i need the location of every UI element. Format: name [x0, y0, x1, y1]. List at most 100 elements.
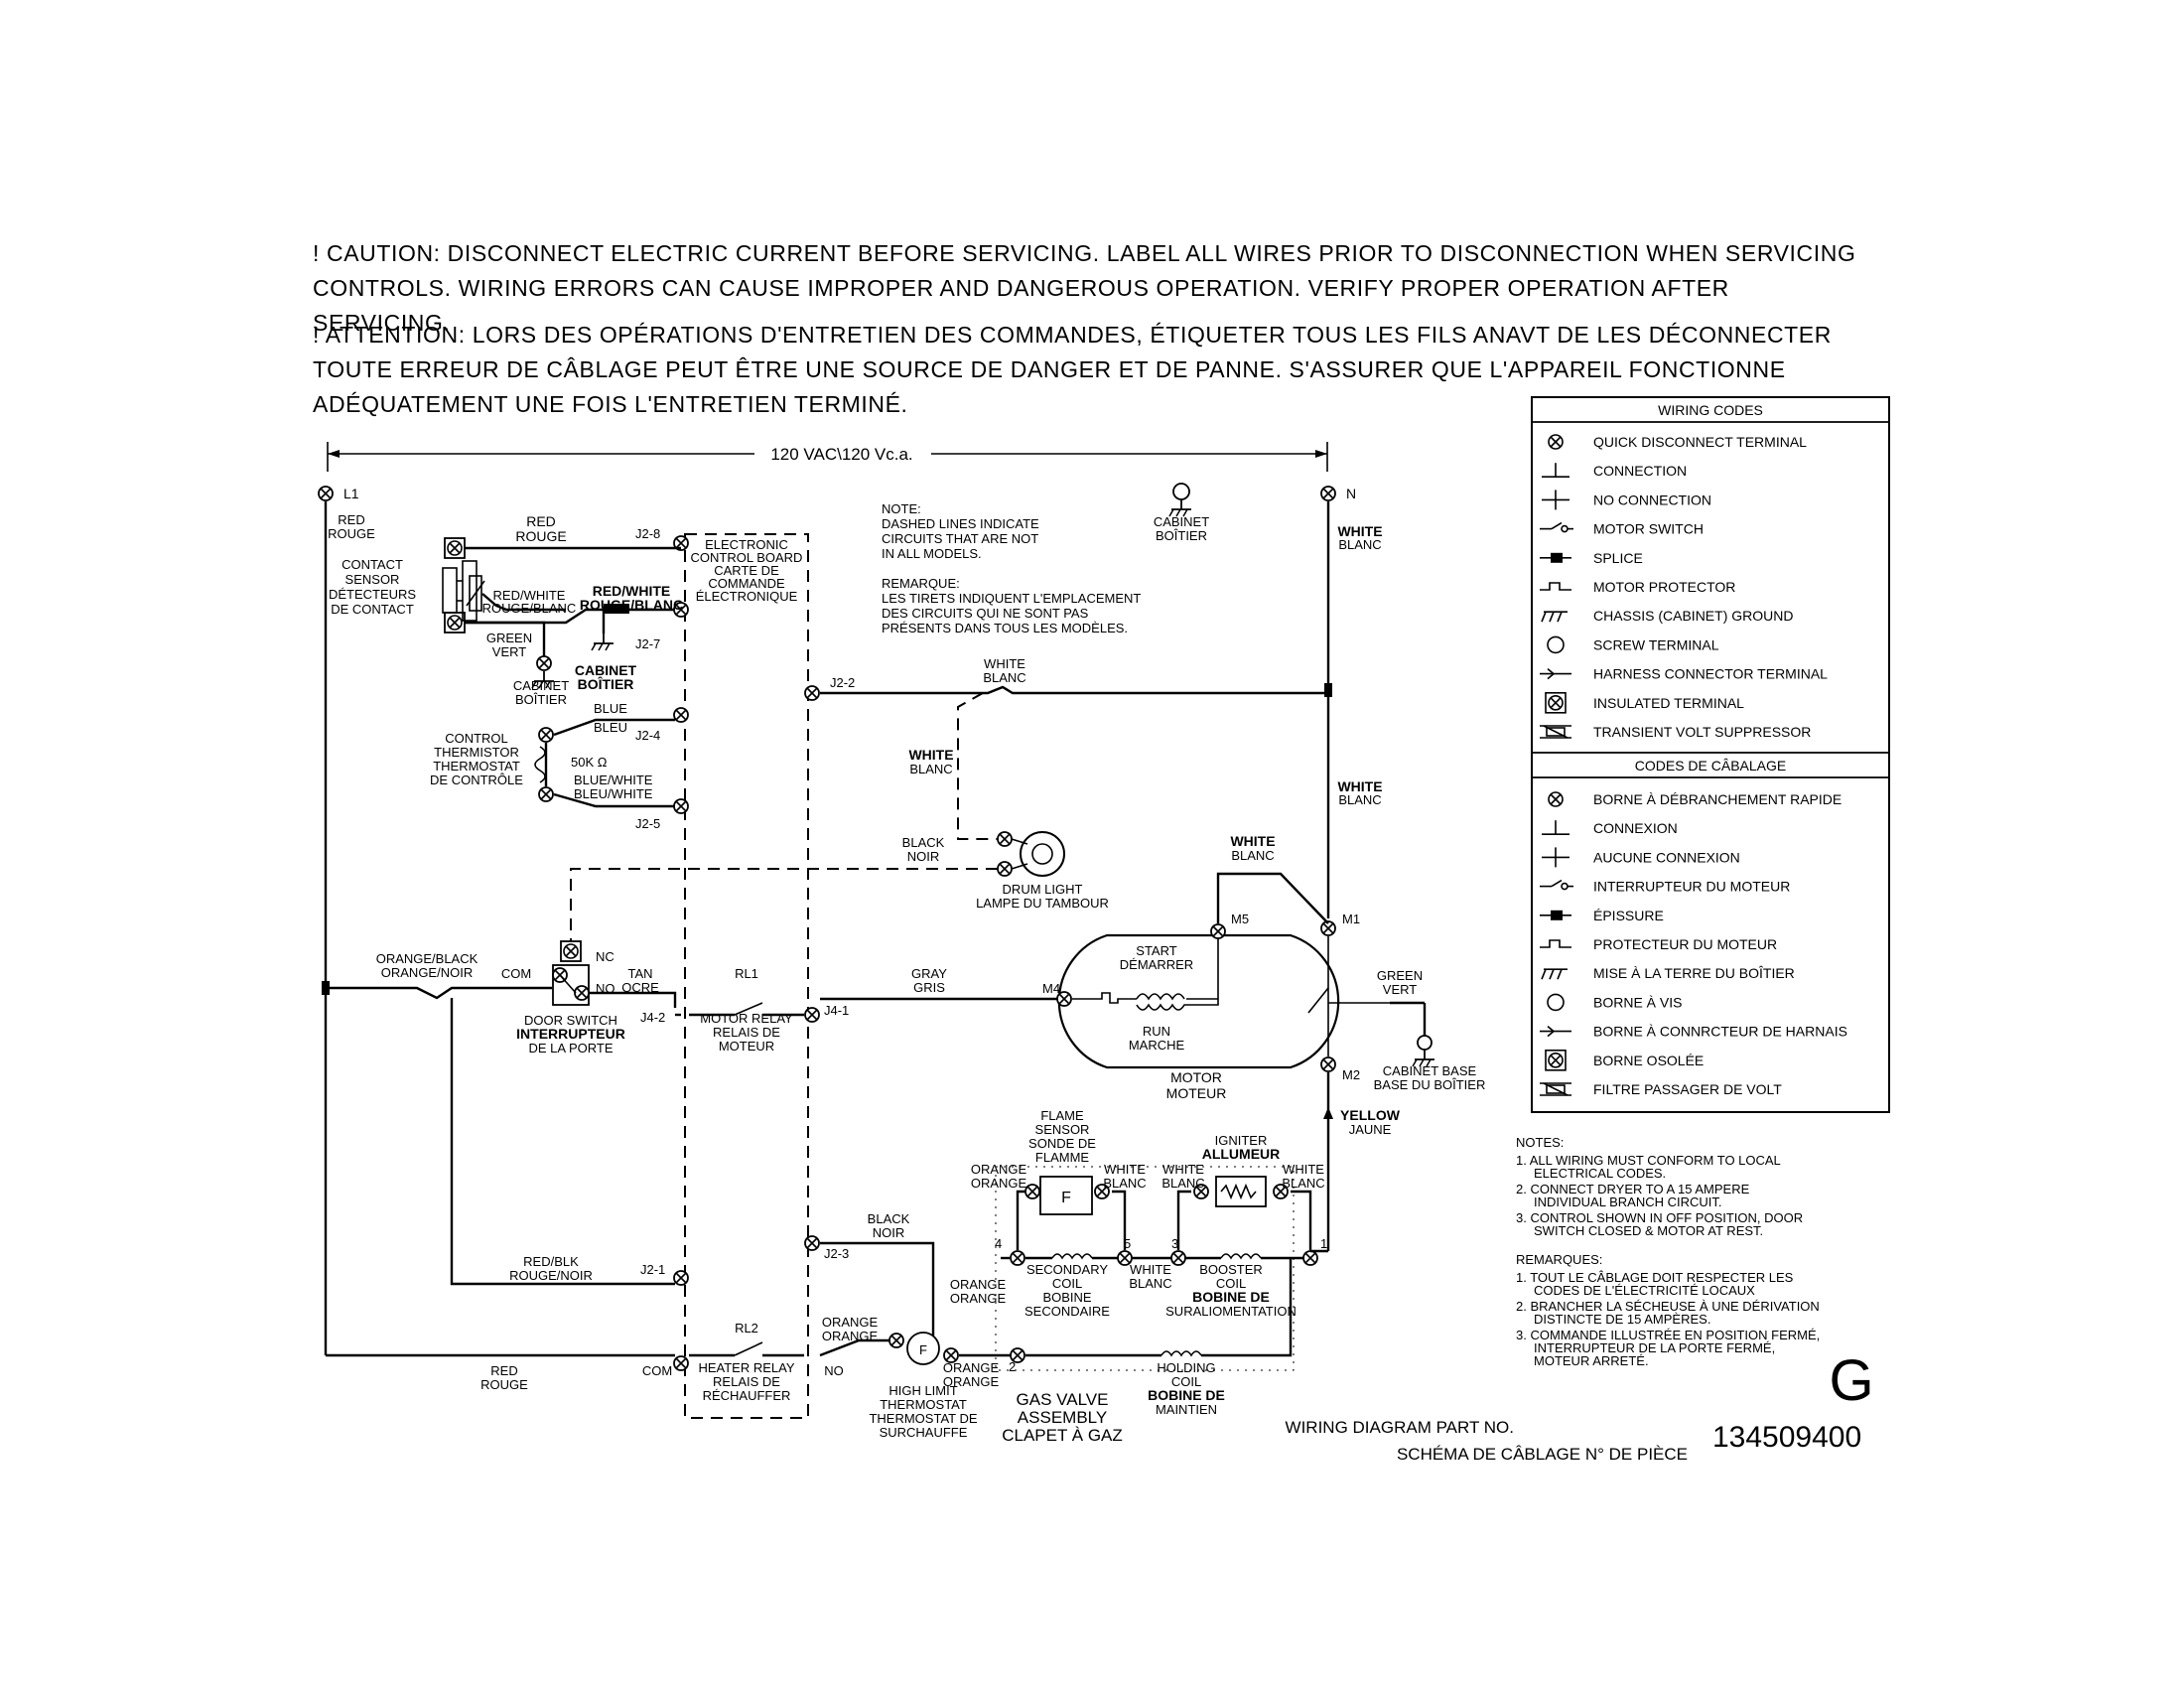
booster-coil-label-3: BOBINE DE [1192, 1289, 1270, 1305]
notes-line-6: SWITCH CLOSED & MOTOR AT REST. [1534, 1223, 1763, 1238]
wire-red-white-2: RED/WHITE [593, 583, 671, 599]
l1-label: L1 [343, 486, 359, 501]
pin-j2-1: J2-1 [640, 1262, 665, 1277]
holding-coil-label-1: HOLDING [1157, 1360, 1215, 1375]
cabinet-a-label-2: BOÎTIER [515, 692, 567, 707]
motor-protector-icon [1540, 939, 1571, 948]
remarques-line-1: 1. TOUT LE CÂBLAGE DOIT RESPECTER LES [1516, 1270, 1794, 1285]
pin-m1: M1 [1342, 912, 1360, 926]
booster-coil-label-1: BOOSTER [1199, 1262, 1263, 1277]
l1-terminal-icon [318, 486, 334, 501]
legend-item-label: MOTOR SWITCH [1593, 521, 1704, 537]
motor-protector-icon [1540, 582, 1571, 591]
wire-tan: TAN [627, 966, 652, 981]
no-connection-icon [1542, 490, 1570, 510]
note-en-3: CIRCUITS THAT ARE NOT [882, 531, 1038, 546]
legend-item-label: BORNE À DÉBRANCHEMENT RAPIDE [1593, 791, 1842, 807]
thermistor-label-4: DE CONTRÔLE [430, 773, 523, 787]
contact-sensor-label-3: DÉTECTEURS [329, 587, 416, 602]
booster-coil-label-2: COIL [1216, 1276, 1246, 1291]
notes-line-2: ELECTRICAL CODES. [1534, 1166, 1666, 1181]
high-limit-thermostat: F [888, 1332, 959, 1365]
connection-icon [1542, 463, 1570, 479]
pin-j2-5: J2-5 [635, 816, 660, 831]
pin-t1: 1 [1320, 1236, 1327, 1251]
harness-connector-icon [1540, 667, 1571, 680]
screw-terminal-icon [1547, 635, 1565, 654]
legend-item-label: QUICK DISCONNECT TERMINAL [1593, 434, 1807, 450]
drum-light-label-2: LAMPE DU TAMBOUR [976, 896, 1109, 911]
caution-fr-line-3: ADÉQUATEMENT UNE FOIS L'ENTRETIEN TERMIN… [313, 391, 908, 417]
n-label: N [1346, 486, 1356, 501]
flame-sensor-label-2: SENSOR [1035, 1122, 1090, 1137]
wire-blanc-n1: BLANC [1338, 537, 1381, 552]
wire-blanc-ig2: BLANC [1282, 1176, 1324, 1191]
heater-relay-com: COM [642, 1363, 672, 1378]
board-label-4: COMMANDE [708, 576, 785, 591]
notes-line-1: 1. ALL WIRING MUST CONFORM TO LOCAL [1516, 1153, 1781, 1168]
motor-label-2: MOTEUR [1166, 1085, 1227, 1101]
legend-item-label: SCREW TERMINAL [1593, 636, 1719, 652]
cabinet-b-label-2: BOÎTIER [578, 675, 634, 692]
wire-gray: GRAY [911, 966, 947, 981]
wire-blanc-n2: BLANC [1338, 792, 1381, 807]
door-switch [552, 940, 590, 1006]
pin-j2-7: J2-7 [635, 636, 660, 651]
pin-j2-2: J2-2 [830, 675, 855, 690]
pin-m4: M4 [1042, 981, 1060, 996]
remarques-line-2: CODES DE L'ÉLECTRICITÉ LOCAUX [1534, 1283, 1755, 1298]
wire-white-m5: WHITE [1230, 833, 1275, 849]
motor [1056, 920, 1390, 1072]
wire-green-motor: GREEN [1377, 968, 1423, 983]
revision-letter: G [1829, 1348, 1873, 1413]
secondary-coil-label-2: COIL [1052, 1276, 1082, 1291]
caution-english: ! CAUTION: DISCONNECT ELECTRIC CURRENT B… [313, 236, 1861, 341]
wiring-codes-title: WIRING CODES [1658, 402, 1763, 418]
high-limit-label-4: SURCHAUFFE [880, 1425, 968, 1440]
wire-ocre: OCRE [621, 980, 659, 995]
flame-sensor-label-1: FLAME [1040, 1108, 1084, 1123]
note-en-1: NOTE: [882, 501, 921, 516]
wire-orange-t4: ORANGE [950, 1277, 1007, 1292]
wire-orange-hl2-2: ORANGE [943, 1374, 1000, 1389]
splice-icon [1540, 552, 1571, 563]
thermistor-label-1: CONTROL [445, 731, 508, 746]
quick-disconnect-icon [536, 655, 552, 671]
remarques-line-6: INTERRUPTEUR DE LA PORTE FERMÉ, [1534, 1340, 1775, 1355]
part-number: 134509400 [1712, 1421, 1861, 1454]
notes-line-3: 2. CONNECT DRYER TO A 15 AMPERE [1516, 1182, 1750, 1196]
n-terminal-icon [1320, 486, 1336, 501]
wire-red-white: RED/WHITE [493, 588, 566, 603]
thermistor-value: 50K Ω [571, 755, 608, 770]
notes-line-4: INDIVIDUAL BRANCH CIRCUIT. [1534, 1195, 1721, 1209]
svg-text:F: F [1061, 1190, 1071, 1206]
legend-item-label: CHASSIS (CABINET) GROUND [1593, 608, 1793, 624]
board-label-1: ELECTRONIC [705, 537, 788, 552]
ground-icon [591, 633, 614, 651]
cabinet-base-label-2: BASE DU BOÎTIER [1374, 1077, 1486, 1092]
wire-black-light: BLACK [902, 835, 945, 850]
wire-orange-noir: ORANGE/NOIR [381, 965, 473, 980]
high-limit-label-2: THERMOSTAT [880, 1397, 967, 1412]
wire-white-fs: WHITE [1104, 1162, 1146, 1177]
igniter-label-1: IGNITER [1215, 1133, 1268, 1148]
contact-sensor-label-2: SENSOR [345, 572, 400, 587]
cabinet-base-label-1: CABINET BASE [1383, 1063, 1477, 1078]
legend-item-label: CONNEXION [1593, 820, 1678, 836]
flame-sensor-label-3: SONDE DE [1028, 1136, 1096, 1151]
door-switch-nc: NC [596, 949, 614, 964]
wire-bleu-white: BLEU/WHITE [574, 786, 653, 801]
legend-item-label: SPLICE [1593, 550, 1643, 566]
control-board-box [684, 533, 809, 1419]
wire-yellow: YELLOW [1340, 1107, 1401, 1123]
contact-sensor-label-4: DE CONTACT [331, 602, 414, 617]
heater-relay-label-2: RELAIS DE [713, 1374, 780, 1389]
wire-white-n1: WHITE [1337, 523, 1382, 539]
wire-vert: VERT [492, 644, 526, 659]
volt-suppressor-icon [1540, 725, 1571, 739]
run-label-2: MARCHE [1129, 1038, 1185, 1053]
wire-blanc-light: BLANC [909, 762, 952, 776]
legend-item-label: FILTRE PASSAGER DE VOLT [1593, 1081, 1782, 1097]
thermistor-label-3: THERMOSTAT [433, 759, 520, 774]
